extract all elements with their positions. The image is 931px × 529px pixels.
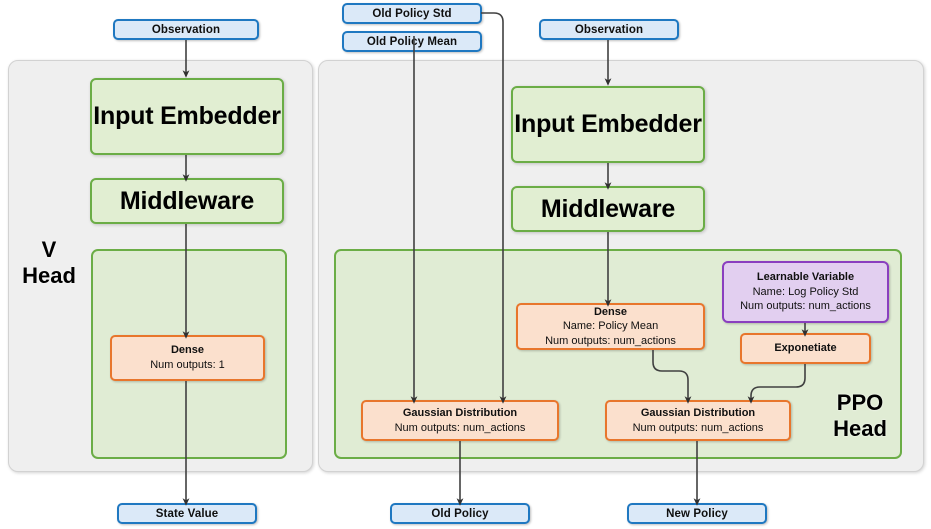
output-old-policy[interactable]: Old Policy — [390, 503, 530, 524]
ppo-gaussian-old-box[interactable]: Gaussian Distribution Num outputs: num_a… — [361, 400, 559, 441]
output-new-policy-label: New Policy — [666, 507, 728, 520]
input-old-policy-std-label: Old Policy Std — [372, 7, 452, 20]
output-old-policy-label: Old Policy — [431, 507, 489, 520]
ppo-dense-policy-mean-box[interactable]: Dense Name: Policy Mean Num outputs: num… — [516, 303, 705, 350]
ppo-learnable-variable-box[interactable]: Learnable Variable Name: Log Policy Std … — [722, 261, 889, 323]
ppo-gaussian-old-title: Gaussian Distribution — [402, 406, 518, 419]
ppo-input-embedder-box[interactable]: Input Embedder — [511, 86, 705, 163]
ppo-exponetiate-box[interactable]: Exponetiate — [740, 333, 871, 364]
ppo-learnable-variable-title: Learnable Variable — [756, 271, 855, 284]
v-head-caption-line2: Head — [22, 262, 76, 288]
input-observation-v[interactable]: Observation — [113, 19, 259, 40]
input-old-policy-mean[interactable]: Old Policy Mean — [342, 31, 482, 52]
input-old-policy-std[interactable]: Old Policy Std — [342, 3, 482, 24]
output-state-value[interactable]: State Value — [117, 503, 257, 524]
input-observation-ppo[interactable]: Observation — [539, 19, 679, 40]
ppo-dense-title: Dense — [593, 305, 628, 318]
ppo-exponetiate-label: Exponetiate — [774, 342, 837, 355]
v-dense-num-outputs: Num outputs: 1 — [150, 359, 225, 371]
ppo-learnable-variable-num-outputs: Num outputs: num_actions — [740, 300, 871, 313]
ppo-dense-num-outputs: Num outputs: num_actions — [545, 334, 676, 347]
input-old-policy-mean-label: Old Policy Mean — [366, 35, 458, 48]
ppo-learnable-variable-name: Name: Log Policy Std — [752, 285, 859, 298]
v-middleware-label: Middleware — [119, 186, 255, 215]
v-dense-box[interactable]: Dense Num outputs: 1 — [110, 335, 265, 381]
ppo-gaussian-old-num-outputs: Num outputs: num_actions — [394, 421, 526, 434]
output-new-policy[interactable]: New Policy — [627, 503, 767, 524]
ppo-middleware-box[interactable]: Middleware — [511, 186, 705, 232]
ppo-gaussian-new-box[interactable]: Gaussian Distribution Num outputs: num_a… — [605, 400, 791, 441]
v-input-embedder-box[interactable]: Input Embedder — [90, 78, 284, 155]
input-observation-v-label: Observation — [151, 23, 221, 36]
v-head-caption: V Head — [10, 237, 88, 288]
ppo-gaussian-new-num-outputs: Num outputs: num_actions — [632, 421, 764, 434]
ppo-middleware-label: Middleware — [540, 194, 676, 223]
ppo-head-caption-line1: PPO — [836, 390, 884, 415]
v-dense-title: Dense — [170, 344, 205, 357]
v-middleware-box[interactable]: Middleware — [90, 178, 284, 224]
ppo-head-caption-line2: Head — [833, 415, 887, 441]
input-observation-ppo-label: Observation — [574, 23, 644, 36]
output-state-value-label: State Value — [155, 507, 219, 520]
ppo-dense-name: Name: Policy Mean — [562, 320, 659, 333]
ppo-gaussian-new-title: Gaussian Distribution — [640, 406, 756, 419]
ppo-input-embedder-label: Input Embedder — [514, 110, 702, 138]
v-head-caption-line1: V — [41, 237, 57, 262]
v-input-embedder-label: Input Embedder — [93, 102, 281, 130]
ppo-head-caption: PPO Head — [820, 390, 900, 441]
